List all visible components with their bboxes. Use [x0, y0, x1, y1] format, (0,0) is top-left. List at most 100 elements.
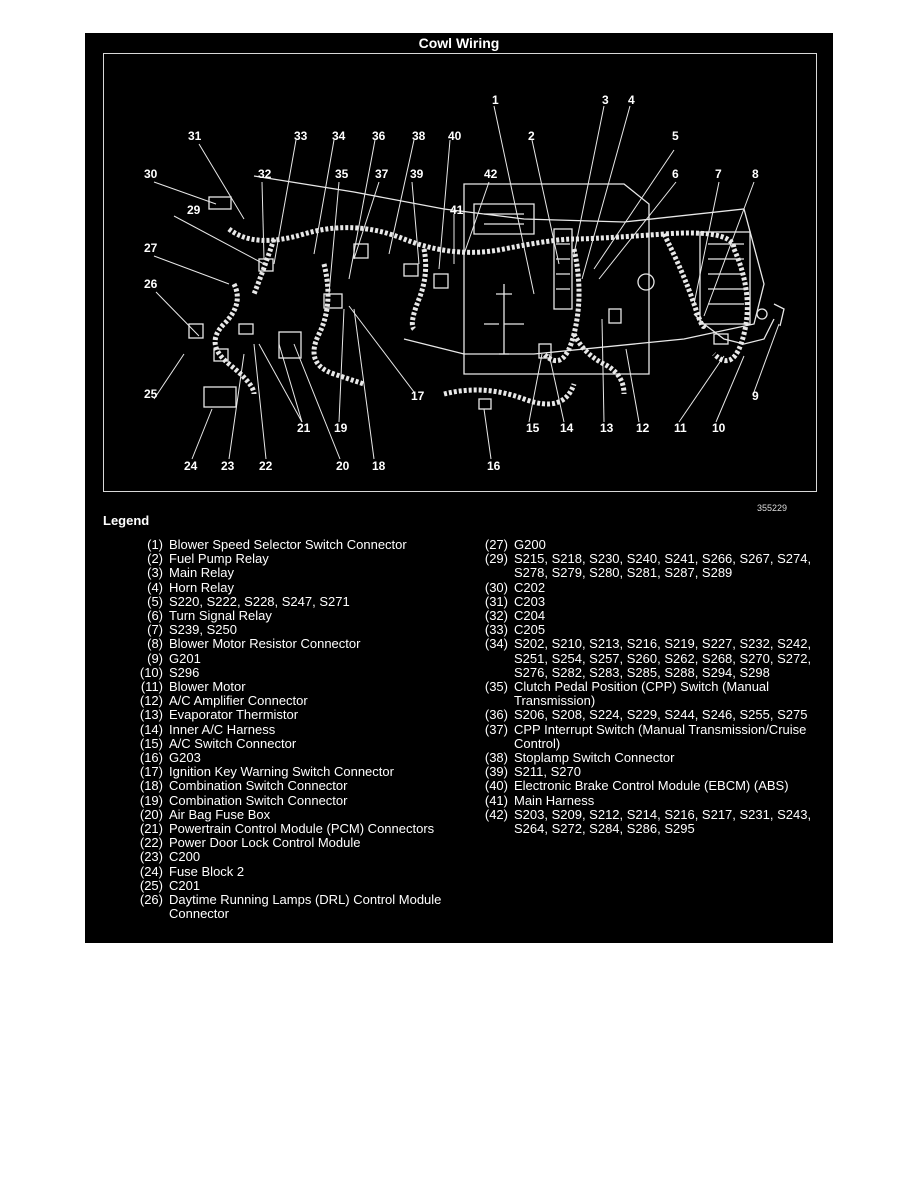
- legend-item-text: S206, S208, S224, S229, S244, S246, S255…: [514, 707, 808, 723]
- callout-42: 42: [484, 167, 498, 181]
- callout-41: 41: [450, 203, 464, 217]
- legend-item-number: (17): [139, 764, 163, 780]
- legend-item-number: (32): [484, 608, 508, 624]
- callout-23: 23: [221, 459, 235, 473]
- legend-item: (32) C204: [470, 608, 815, 624]
- legend-item-number: (36): [484, 707, 508, 723]
- callout-13: 13: [600, 421, 614, 435]
- diagram-panel: Cowl Wiring: [85, 33, 833, 943]
- callout-14: 14: [560, 421, 574, 435]
- legend-item-number: (7): [147, 622, 163, 638]
- legend-item-text: C200: [169, 849, 201, 865]
- legend-item: (36) S206, S208, S224, S229, S244, S246, …: [470, 708, 815, 722]
- legend-item-text: C203: [514, 593, 546, 609]
- callout-40: 40: [448, 129, 462, 143]
- legend-item-number: (16): [139, 750, 163, 766]
- legend-left-column: (1)Blower Speed Selector Switch Connecto…: [125, 537, 455, 922]
- callout-9: 9: [752, 389, 759, 403]
- legend-item-text: S202, S210, S213, S216, S219, S227, S232…: [514, 636, 812, 680]
- callout-2: 2: [528, 129, 535, 143]
- callout-16: 16: [487, 459, 501, 473]
- legend-item-text: Main Harness: [514, 792, 595, 808]
- legend-item-number: (5): [147, 593, 163, 609]
- legend-item-text: Clutch Pedal Position (CPP) Switch (Manu…: [514, 679, 770, 709]
- legend-item-text: G201: [169, 650, 201, 666]
- legend-item-text: Ignition Key Warning Switch Connector: [169, 764, 394, 780]
- callout-6: 6: [672, 167, 679, 181]
- legend-item-text: Blower Motor Resistor Connector: [169, 636, 361, 652]
- legend-item-number: (19): [139, 792, 163, 808]
- callout-31: 31: [188, 129, 202, 143]
- legend-item-text: Electronic Brake Control Module (EBCM) (…: [514, 778, 789, 794]
- legend-item-text: C201: [169, 877, 201, 893]
- legend-item-number: (25): [139, 877, 163, 893]
- callout-32: 32: [258, 167, 272, 181]
- legend-item-text: G203: [169, 750, 201, 766]
- legend-item-number: (38): [484, 750, 508, 766]
- legend-item: (41)Main Harness: [470, 792, 815, 808]
- legend-item-text: C204: [514, 608, 546, 624]
- legend-item: (24)Fuse Block 2: [125, 863, 455, 879]
- legend-item: (7)S239, S250: [125, 623, 455, 637]
- legend-item-text: S220, S222, S228, S247, S271: [169, 593, 350, 609]
- legend-item: (38) Stoplamp Switch Connector: [470, 750, 815, 766]
- legend-item: (17) Ignition Key Warning Switch Connecto…: [125, 765, 455, 779]
- legend-item-number: (12): [139, 693, 163, 709]
- legend-item: (15)A/C Switch Connector: [125, 735, 455, 751]
- legend-item: (6) Turn Signal Relay: [125, 608, 455, 624]
- callout-38: 38: [412, 129, 426, 143]
- legend-item-number: (27): [484, 537, 508, 552]
- legend-item-text: Main Relay: [169, 565, 235, 581]
- legend-item-text: Combination Switch Connector: [169, 792, 348, 808]
- legend-item-text: Fuse Block 2: [169, 863, 245, 879]
- diagram-title: Cowl Wiring: [418, 35, 500, 51]
- legend-title: Legend: [103, 513, 150, 528]
- callout-4: 4: [628, 93, 635, 107]
- legend-item-number: (31): [484, 593, 508, 609]
- legend-item-number: (20): [139, 806, 163, 822]
- legend-item-number: (21): [139, 821, 163, 837]
- legend-item-text: Power Door Lock Control Module: [169, 835, 361, 851]
- legend-item: (22)Power Door Lock Control Module: [125, 836, 455, 850]
- legend-item: (14)Inner A/C Harness: [125, 721, 455, 737]
- legend-item-text: Evaporator Thermistor: [169, 707, 299, 723]
- legend-item-number: (9): [147, 650, 163, 666]
- legend-item-number: (6): [147, 608, 163, 624]
- legend-item-number: (37): [484, 721, 508, 737]
- callout-25: 25: [144, 387, 158, 401]
- legend-item: (34)S202, S210, S213, S216, S219, S227, …: [470, 637, 815, 680]
- legend-item: (35) Clutch Pedal Position (CPP) Switch (…: [470, 679, 815, 709]
- legend-item-text: Turn Signal Relay: [169, 608, 272, 624]
- legend-item: (2)Fuel Pump Relay: [125, 552, 455, 566]
- legend-item: (27) G200: [470, 537, 815, 552]
- callout-29: 29: [187, 203, 201, 217]
- callout-17: 17: [411, 389, 425, 403]
- legend-item-number: (30): [484, 579, 508, 595]
- legend-item-text: A/C Switch Connector: [169, 735, 297, 751]
- legend-item-number: (2): [147, 551, 163, 567]
- callout-7: 7: [715, 167, 722, 181]
- legend-item-text: S211, S270: [514, 764, 581, 780]
- legend-item-text: Daytime Running Lamps (DRL) Control Modu…: [169, 892, 442, 922]
- legend-item-text: CPP Interrupt Switch (Manual Transmissio…: [514, 721, 807, 751]
- legend-item-text: Inner A/C Harness: [169, 721, 276, 737]
- callout-15: 15: [526, 421, 540, 435]
- legend-item-number: (1): [147, 537, 163, 552]
- callout-27: 27: [144, 241, 158, 255]
- legend-item: (31) C203: [470, 593, 815, 609]
- legend-item-number: (26): [139, 892, 163, 908]
- callout-5: 5: [672, 129, 679, 143]
- legend-item-text: G200: [514, 537, 546, 552]
- legend-item-text: Stoplamp Switch Connector: [514, 750, 675, 766]
- legend-item-number: (3): [147, 565, 163, 581]
- legend-item-number: (42): [484, 806, 508, 822]
- legend-item: (23)C200: [125, 850, 455, 864]
- legend-item: (11)Blower Motor: [125, 679, 455, 694]
- callout-26: 26: [144, 277, 158, 291]
- legend-item: (20)Air Bag Fuse Box: [125, 806, 455, 822]
- legend-item: (25) C201: [125, 877, 455, 893]
- callout-18: 18: [372, 459, 386, 473]
- legend-item-text: S203, S209, S212, S214, S216, S217, S231…: [514, 806, 812, 837]
- legend-item-number: (35): [484, 679, 508, 695]
